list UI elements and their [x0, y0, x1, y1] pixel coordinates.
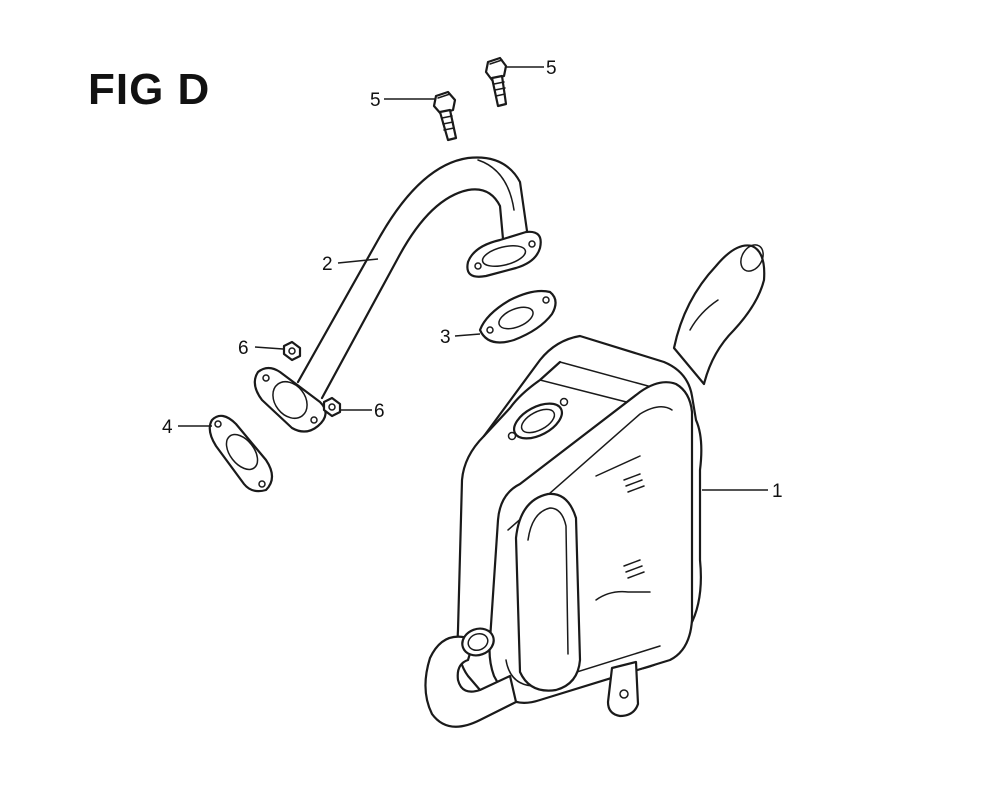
muffler-part [424, 244, 766, 728]
bolt-left-part [432, 90, 458, 142]
exhaust-pipe-part [253, 156, 542, 433]
callout-6-lower: 6 [374, 401, 385, 422]
callout-6-upper: 6 [238, 338, 249, 359]
gasket-upper-part [478, 289, 557, 344]
figure-title: FIG D [88, 65, 211, 114]
callout-5-left: 5 [370, 90, 381, 111]
callout-2: 2 [322, 254, 333, 275]
callout-1: 1 [772, 481, 783, 502]
callout-4: 4 [162, 417, 173, 438]
nut-upper-part [282, 340, 302, 362]
callout-5-right: 5 [546, 58, 557, 79]
callout-3: 3 [440, 327, 451, 348]
bolt-right-part [484, 56, 508, 108]
nut-lower-part [322, 396, 342, 418]
gasket-lower-part [208, 414, 274, 493]
